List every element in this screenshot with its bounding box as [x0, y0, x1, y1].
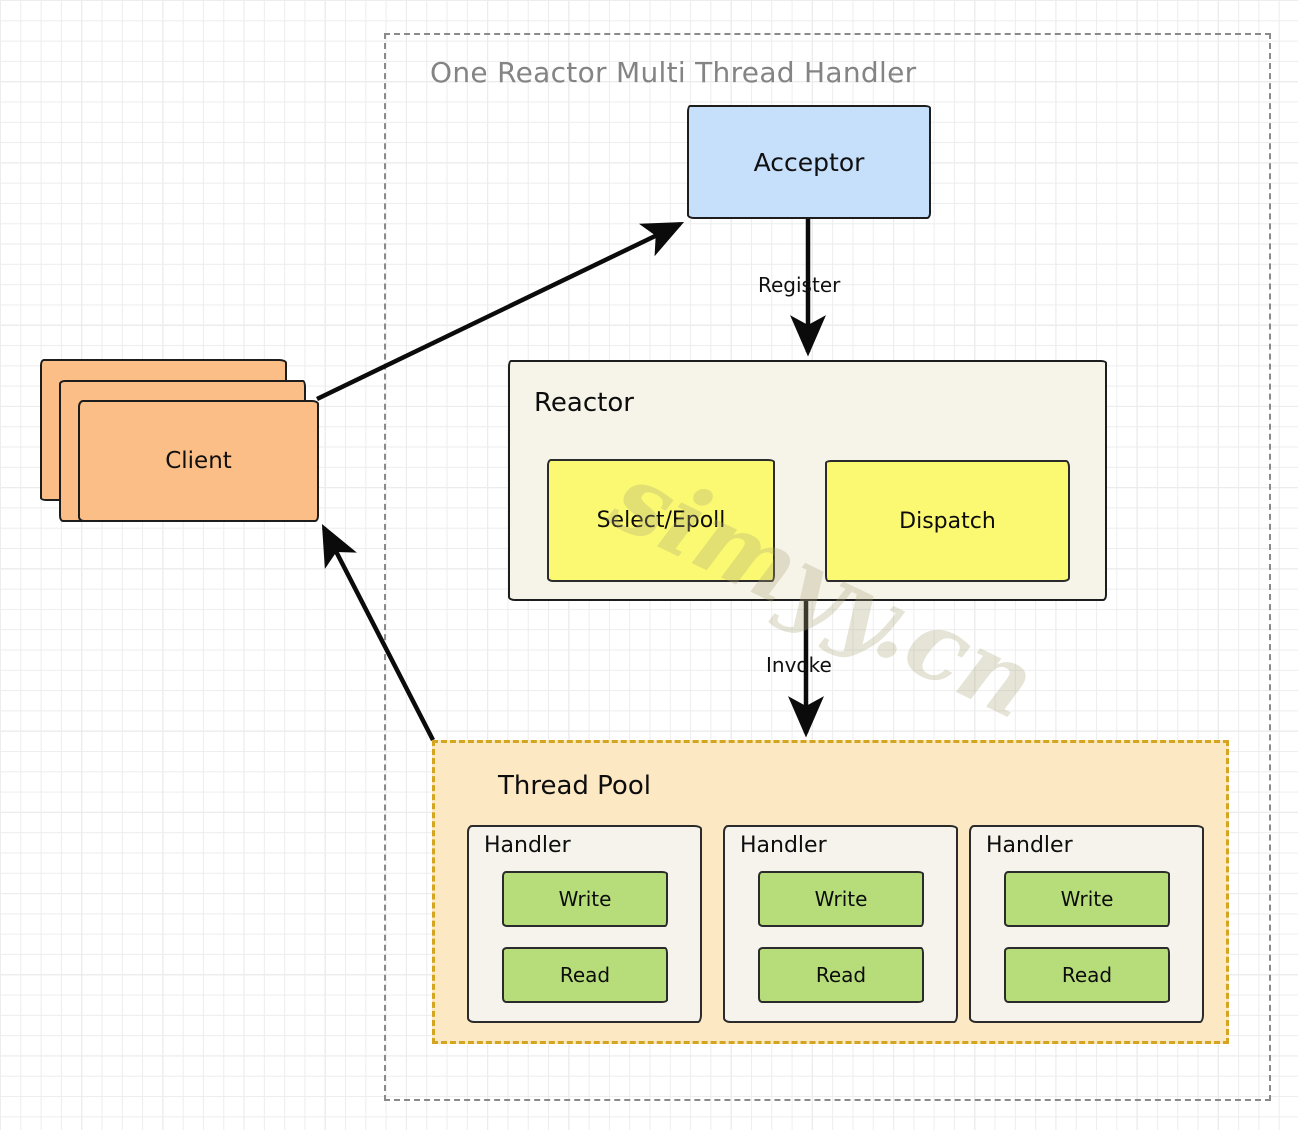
handler-label: Handler: [986, 833, 1073, 858]
handler-label: Handler: [740, 833, 827, 858]
read-label: Read: [559, 963, 611, 987]
node-write-1[interactable]: Write: [502, 871, 668, 927]
node-acceptor[interactable]: Acceptor: [687, 105, 931, 219]
write-label: Write: [1060, 887, 1114, 911]
write-label: Write: [814, 887, 868, 911]
node-select-epoll[interactable]: Select/Epoll: [547, 459, 775, 582]
node-dispatch[interactable]: Dispatch: [825, 460, 1070, 582]
node-handler-3[interactable]: Handler Write Read: [969, 825, 1204, 1023]
node-write-2[interactable]: Write: [758, 871, 924, 927]
thread-pool-label: Thread Pool: [498, 771, 651, 801]
node-client[interactable]: Client: [78, 400, 319, 522]
read-label: Read: [1061, 963, 1113, 987]
page-title: One Reactor Multi Thread Handler: [430, 56, 917, 89]
node-handler-1[interactable]: Handler Write Read: [467, 825, 702, 1023]
node-handler-2[interactable]: Handler Write Read: [723, 825, 958, 1023]
reactor-label: Reactor: [534, 388, 634, 418]
arrow-label-register: Register: [758, 273, 841, 297]
node-read-2[interactable]: Read: [758, 947, 924, 1003]
dispatch-label: Dispatch: [899, 508, 996, 534]
node-thread-pool[interactable]: Thread Pool Handler Write Read Handler W…: [432, 740, 1229, 1044]
node-write-3[interactable]: Write: [1004, 871, 1170, 927]
client-label: Client: [165, 448, 232, 474]
select-epoll-label: Select/Epoll: [596, 508, 726, 533]
handler-label: Handler: [484, 833, 571, 858]
acceptor-label: Acceptor: [753, 147, 865, 177]
node-reactor[interactable]: Reactor Select/Epoll Dispatch: [508, 360, 1107, 601]
node-read-3[interactable]: Read: [1004, 947, 1170, 1003]
write-label: Write: [558, 887, 612, 911]
read-label: Read: [815, 963, 867, 987]
arrow-label-invoke: Invoke: [766, 653, 832, 677]
node-read-1[interactable]: Read: [502, 947, 668, 1003]
